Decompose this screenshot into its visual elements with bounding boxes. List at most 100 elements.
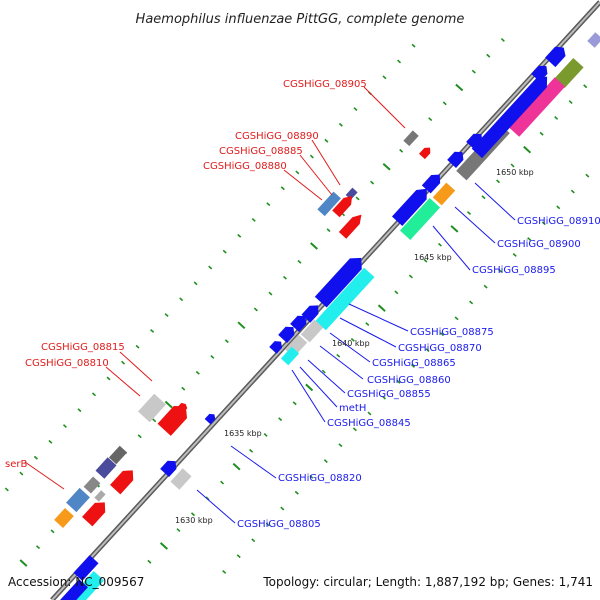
tick-mark: [338, 443, 343, 448]
gene-cgshigg-08865[interactable]: [290, 312, 310, 332]
tick-mark: [147, 559, 152, 564]
gene-orange-a[interactable]: [54, 508, 74, 528]
tick-mark: [268, 291, 273, 296]
gene-cgshigg-08820[interactable]: [160, 457, 180, 477]
tick-mark: [382, 162, 391, 171]
outer-gene-labels: CGSHiGG_08905 CGSHiGG_08890 CGSHiGG_0888…: [5, 79, 367, 470]
gene-cyan-long[interactable]: [315, 267, 375, 331]
gene-cgshigg-08885[interactable]: [332, 193, 356, 218]
tick-mark: [137, 434, 142, 439]
gene-red-b[interactable]: [82, 498, 110, 527]
label-cgshigg-08900[interactable]: CGSHiGG_08900: [497, 239, 581, 250]
label-cgshigg-08815[interactable]: CGSHiGG_08815: [41, 342, 125, 353]
tick-mark: [152, 418, 157, 423]
label-cgshigg-08810[interactable]: CGSHiGG_08810: [25, 358, 109, 369]
tick-mark: [251, 538, 256, 543]
gene-blue-bottom2[interactable]: [52, 579, 88, 600]
gene-cgshigg-08895[interactable]: [432, 182, 456, 206]
gene-cgshigg-08815[interactable]: [137, 393, 167, 423]
gene-magenta[interactable]: [508, 77, 566, 137]
gene-red-a[interactable]: [110, 466, 138, 495]
tick-mark: [297, 259, 302, 264]
tick-mark: [394, 290, 399, 295]
gene-blue-08895b[interactable]: [391, 184, 432, 226]
tick-labels: 1630 kbp 1635 kbp 1640 kbp 1645 kbp 1650…: [175, 168, 534, 525]
gene-cgshigg-08880[interactable]: [317, 191, 341, 217]
gene-lavender-edge[interactable]: [587, 32, 600, 48]
gene-gray-c[interactable]: [94, 490, 106, 502]
label-cgshigg-08870[interactable]: CGSHiGG_08870: [398, 343, 482, 354]
gene-gray-b[interactable]: [83, 476, 101, 494]
gene-cgshigg-08860[interactable]: [278, 323, 298, 343]
label-cgshigg-08890[interactable]: CGSHiGG_08890: [235, 131, 319, 142]
gene-red-08880b[interactable]: [338, 211, 365, 239]
tick-mark: [423, 258, 428, 263]
gene-meth[interactable]: [269, 338, 284, 354]
tick-mark: [179, 297, 184, 302]
gene-gray-08855[interactable]: [300, 319, 324, 343]
gene-cgshigg-08905[interactable]: [403, 130, 419, 147]
label-cgshigg-08805[interactable]: CGSHiGG_08805: [237, 519, 321, 530]
tick-mark: [568, 100, 573, 104]
gene-blue-long1[interactable]: [471, 72, 553, 159]
gene-cgshigg-08810[interactable]: [157, 400, 193, 436]
label-cgshigg-08865[interactable]: CGSHiGG_08865: [372, 358, 456, 369]
tick-mark: [382, 75, 387, 80]
tick-label-1645: 1645 kbp: [414, 253, 452, 262]
gene-cgshigg-08870[interactable]: [301, 301, 322, 323]
label-cgshigg-08910[interactable]: CGSHiGG_08910: [517, 216, 600, 227]
tick-mark: [471, 69, 476, 74]
gene-blue-mid[interactable]: [466, 130, 486, 150]
tick-mark: [323, 459, 328, 463]
tick-mark: [408, 274, 413, 279]
tick-mark: [190, 512, 196, 517]
label-cgshigg-08885[interactable]: CGSHiGG_08885: [219, 146, 303, 157]
gene-cyan-bottom[interactable]: [63, 571, 105, 600]
label-cgshigg-08845[interactable]: CGSHiGG_08845: [327, 418, 411, 429]
gene-blue-bottom[interactable]: [73, 555, 99, 581]
tick-mark: [50, 529, 55, 534]
label-cgshigg-08860[interactable]: CGSHiGG_08860: [367, 375, 451, 386]
tick-mark: [336, 353, 341, 358]
label-serb[interactable]: serB: [5, 459, 27, 470]
gene-red-small[interactable]: [177, 401, 188, 413]
tick-mark: [585, 173, 590, 178]
tick-mark: [150, 329, 155, 333]
tick-mark: [326, 228, 331, 233]
gene-navy-a[interactable]: [95, 457, 117, 479]
gene-cgshigg-08890[interactable]: [345, 187, 358, 200]
gene-cgshigg-08905-arrow[interactable]: [418, 145, 433, 160]
tick-mark: [282, 275, 287, 280]
label-cgshigg-08875[interactable]: CGSHiGG_08875: [410, 327, 494, 338]
gene-cgshigg-08910[interactable]: [447, 148, 467, 168]
inner-gene-labels: CGSHiGG_08910 CGSHiGG_08900 CGSHiGG_0889…: [237, 216, 600, 530]
label-cgshigg-08905[interactable]: CGSHiGG_08905: [283, 79, 367, 90]
label-meth[interactable]: metH: [339, 403, 366, 414]
tick-mark: [454, 316, 459, 321]
tick-mark: [466, 211, 472, 215]
gene-olive[interactable]: [554, 57, 584, 89]
tick-mark: [280, 506, 285, 511]
gene-cgshigg-08845[interactable]: [280, 346, 300, 366]
gene-cgshigg-08875[interactable]: [314, 252, 367, 308]
gene-gray-a[interactable]: [108, 445, 128, 465]
tick-label-1630: 1630 kbp: [175, 516, 213, 525]
label-cgshigg-08820[interactable]: CGSHiGG_08820: [278, 473, 362, 484]
tick-mark: [280, 186, 285, 191]
tick-mark: [355, 196, 360, 201]
gene-cgshigg-08900[interactable]: [421, 171, 444, 194]
tick-mark: [266, 202, 271, 207]
gene-green[interactable]: [399, 198, 441, 240]
label-cgshigg-08895[interactable]: CGSHiGG_08895: [472, 265, 556, 276]
gene-serb[interactable]: [66, 487, 90, 513]
tick-label-1640: 1640 kbp: [332, 339, 370, 348]
gene-blue-top1[interactable]: [545, 43, 569, 68]
tick-mark: [399, 148, 404, 153]
gene-gray-08820b[interactable]: [170, 468, 192, 490]
tick-mark: [121, 360, 126, 365]
gene-blue-marker[interactable]: [204, 412, 218, 425]
label-cgshigg-08880[interactable]: CGSHiGG_08880: [203, 161, 287, 172]
label-cgshigg-08855[interactable]: CGSHiGG_08855: [347, 389, 431, 400]
tick-mark: [62, 424, 67, 428]
topology-text: Topology: circular; Length: 1,887,192 bp…: [262, 575, 593, 589]
